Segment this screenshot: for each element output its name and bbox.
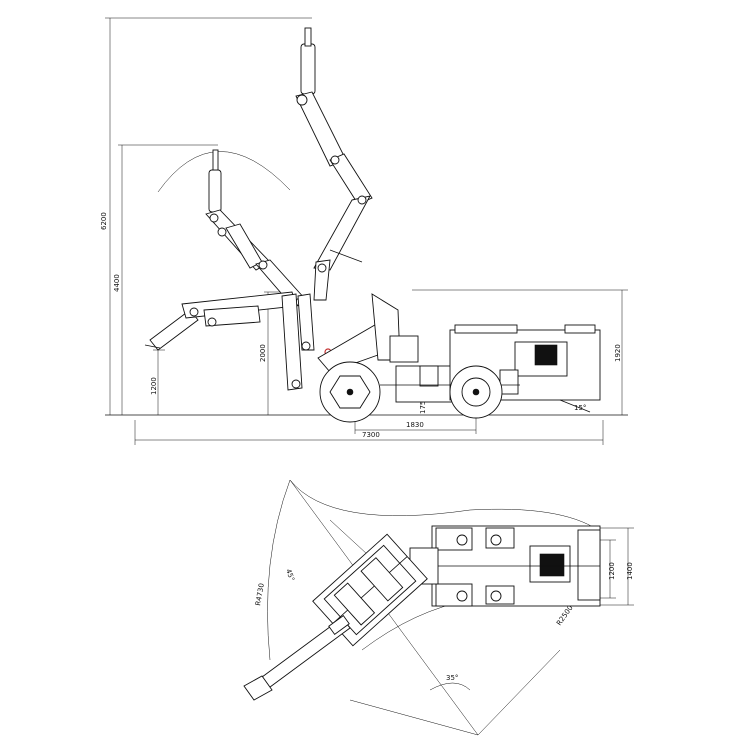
dim-width-1200: 1200 xyxy=(608,562,616,580)
dim-radius-r4730: R4730 xyxy=(254,583,266,607)
boom-low xyxy=(144,291,297,351)
dim-height-6200: 6200 xyxy=(100,212,108,230)
dim-height-1200: 1200 xyxy=(150,377,158,395)
dim-radius-r2500: R2500 xyxy=(555,604,575,627)
dim-height-2000: 2000 xyxy=(259,344,267,362)
side-view: 6200 4400 1200 2000 1920 7300 1830 175 1… xyxy=(100,17,628,445)
dim-angle-35: 35° xyxy=(446,674,458,682)
boom-mid xyxy=(205,149,307,309)
dim-ground-175: 175 xyxy=(419,401,427,414)
front-wheel xyxy=(319,361,381,423)
dim-height-4400: 4400 xyxy=(113,274,121,292)
boom-highest xyxy=(295,27,373,301)
dim-length-7300: 7300 xyxy=(362,431,380,439)
dim-height-1920: 1920 xyxy=(614,344,622,362)
boom-pivot-column xyxy=(281,293,386,391)
top-view: 45° 35° R4730 R2500 1200 1400 xyxy=(243,479,634,736)
boom-top xyxy=(243,615,351,701)
rear-carrier-top xyxy=(431,525,601,607)
dim-wheelbase-1830: 1830 xyxy=(406,421,424,429)
dim-angle-45: 45° xyxy=(284,568,296,582)
dim-width-1400: 1400 xyxy=(626,562,634,580)
rear-wheel xyxy=(449,365,503,419)
